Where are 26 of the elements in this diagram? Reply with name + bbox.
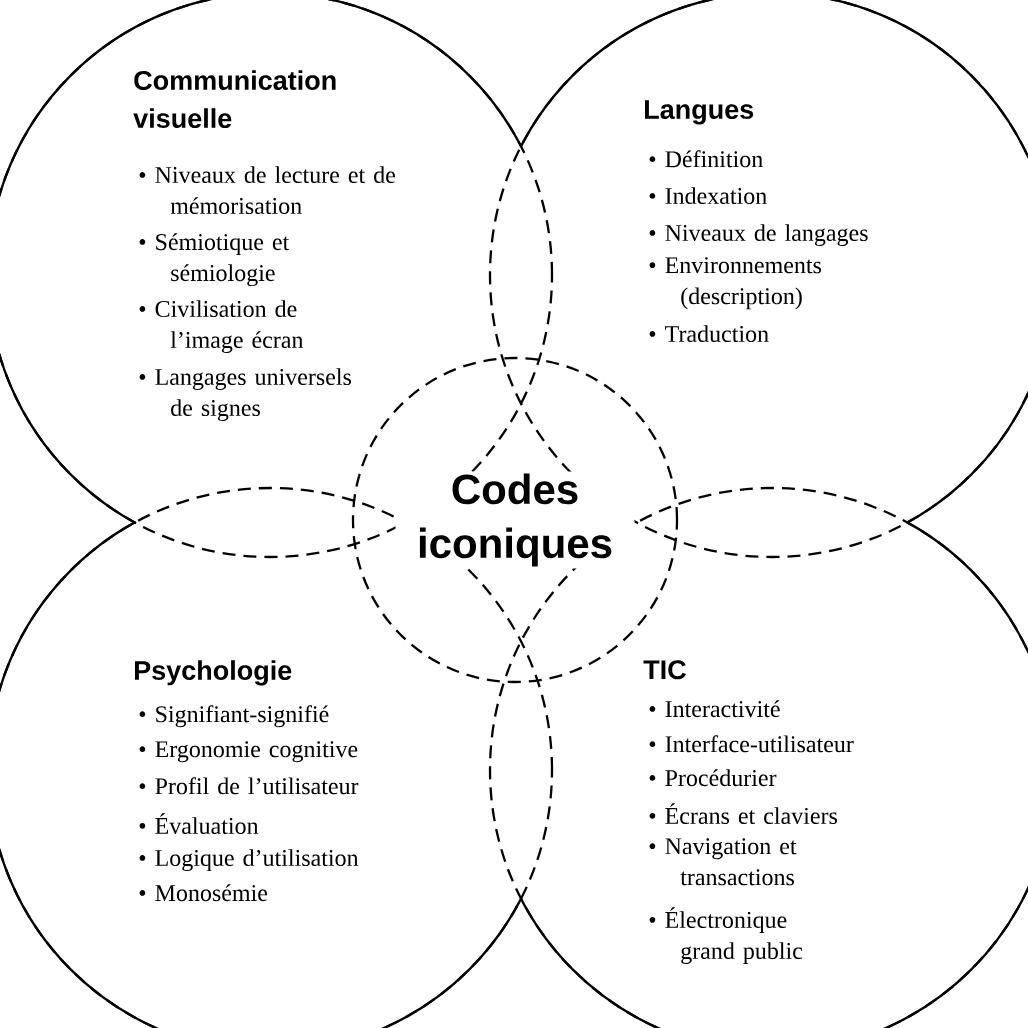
list-item: • Logique d’utilisation	[139, 849, 359, 872]
list-item: • Traduction	[649, 325, 769, 343]
list-item: • Monosémie	[139, 884, 268, 902]
list-item: • Profil de l’utilisateur	[139, 777, 359, 795]
list-item: • Procédurier	[649, 769, 777, 787]
list-item: • Niveaux de langages	[649, 224, 868, 247]
list-item: • Niveaux de lecture et de mémorisation	[139, 166, 395, 215]
list-item: • Évaluation	[139, 813, 259, 835]
list-item: • Interactivité	[649, 700, 780, 718]
circle-heading: Communication visuelle	[133, 70, 336, 129]
list-item: • Ergonomie cognitive	[139, 741, 358, 763]
center-title: Codes iconiques	[395, 471, 635, 569]
list-item: • Signifiant-signifié	[139, 705, 329, 728]
list-item: • Civilisation de l’image écran	[139, 300, 304, 354]
list-item: • Sémiotique et sémiologie	[139, 233, 290, 287]
list-item: • Langages universels de signes	[139, 368, 351, 422]
list-item: • Environnements (description)	[649, 257, 822, 310]
list-item: • Indexation	[649, 187, 767, 205]
circle-heading: TIC	[643, 660, 686, 680]
circle-heading: Psychologie	[135, 660, 292, 686]
list-item: • Électronique grand public	[649, 907, 803, 964]
list-item: • Définition	[649, 150, 763, 168]
list-item: • Écrans et claviers	[649, 803, 837, 825]
list-item: • Navigation et transactions	[649, 838, 797, 886]
list-item: • Interface-utilisateur	[649, 735, 854, 753]
circle-heading: Langues	[645, 100, 754, 125]
